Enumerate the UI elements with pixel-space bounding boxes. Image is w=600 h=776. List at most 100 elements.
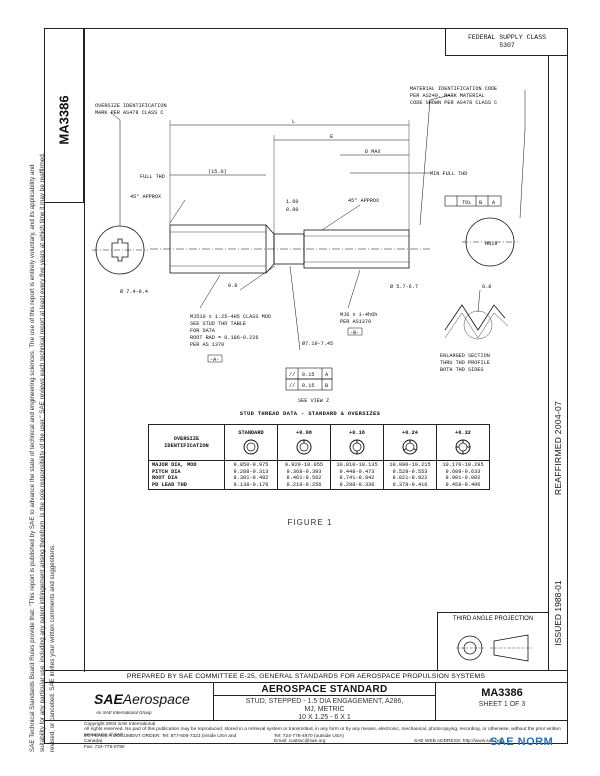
dim-r-0-8: 0.8 [228,283,237,289]
oversize-024-icon [402,439,418,454]
sae-norm-watermark: SAE NORM [490,736,554,748]
reaffirmed-date: REAFFIRMED 2004-07 [553,400,563,496]
fcf-1-symbol: // [289,372,295,378]
cell: 9.298-9.336 [339,481,375,488]
oversize-016-icon [349,439,365,454]
table-values-024: 10.090-10.215 9.528-9.553 8.821-8.922 9.… [383,460,437,490]
dim-dia-right: Ø 5.7-6.7 [390,283,418,290]
contact-info: Tel: 724-776-4970 (outside USA) Email: c… [274,734,414,745]
cell: 10.170-10.295 [442,462,484,468]
label-chamfer-right: 45° APPROX [348,198,380,204]
rights-line: All rights reserved. No part of this pub… [84,727,561,738]
datum-A: -A- [210,357,219,363]
table-header-label: OVERSIZE IDENTIFICATION [148,424,225,461]
col-label: STANDARD [238,429,264,436]
fcf-2-value: 0.15 [302,383,314,389]
fcf-2-ref: B [325,383,328,389]
side-doc-number-box: MA3386 [44,28,84,203]
right-status-column [548,56,568,670]
cell: 9.368-9.393 [286,468,322,475]
fsc-value: 5307 [499,42,515,49]
left-margin-rule [84,28,85,672]
col-label: +0.08 [296,429,312,436]
see-view-z: SEE VIEW Z [298,398,329,404]
fsc-label: FEDERAL SUPPLY CLASS [467,34,546,41]
cell: 9.138-9.176 [233,481,269,488]
logo-wordmark: SAEAerospace [94,691,190,707]
col-label: +0.32 [455,429,471,436]
footer-copyright: Copyright 2004 SAE International All rig… [44,721,568,738]
prepared-by-line: PREPARED BY SAE COMMITTEE E-25, GENERAL … [44,671,568,683]
stud-thread-table: OVERSIZE IDENTIFICATION STANDARD +0.08 +… [148,424,490,490]
table-col-016: +0.16 [330,424,384,461]
thread-note-4: ROOT RAD = 0.186-0.226 [190,335,259,341]
sheet-number: SHEET 1 OF 3 [478,701,526,708]
drawing-sheet-border [44,28,568,744]
fcf-2-symbol: // [289,383,295,389]
table-values-032: 10.170-10.295 9.608-9.633 8.901-9.002 9.… [436,460,490,490]
label-oversize-id: OVERSIZE IDENTIFICATION [95,103,167,109]
outside-phone: Tel: 724-776-4970 (outside USA) [274,734,344,739]
cell: 8.901-9.002 [445,475,481,481]
standard-description: STUD, STEPPED - 1.5 DIA ENGAGEMENT, A286… [214,696,435,722]
order-phone: TO PLACE A DOCUMENT ORDER: Tel: 877-606-… [84,734,237,745]
table-col-standard: STANDARD [224,424,278,461]
cell: 9.608-9.633 [445,468,481,475]
sae-aerospace-logo: SAEAerospace An SAE International Group [84,683,214,721]
thread-note-5: PER AS 1370 [190,342,224,348]
standard-line-1: STUD, STEPPED - 1.5 DIA ENGAGEMENT, A286… [245,698,404,705]
web-address[interactable]: SAE WEB ADDRESS: http://www.sae.org [414,739,503,744]
table-row: MAJOR DIA, MOD PITCH DIA ROOT DIA PD LEA… [148,460,490,490]
logo-tagline: An SAE International Group [96,710,152,715]
document-number: MA3386 [481,687,523,699]
document-number-cell: MA3386 SHEET 1 OF 3 [436,683,568,721]
standard-title-cell: AEROSPACE STANDARD STUD, STEPPED - 1.5 D… [214,683,436,721]
cell: 9.850-9.975 [233,462,269,468]
cell: 9.288-9.313 [233,468,269,475]
side-doc-number: MA3386 [56,95,72,145]
row-label: ROOT DIA [152,475,178,481]
cell: 8.821-8.922 [392,475,428,481]
enlarged-note-1: ENLARGED SECTION [440,353,490,359]
row-label: MAJOR DIA, MOD [152,462,197,468]
dim-E: E [330,134,333,140]
dim-L: L [292,119,295,125]
fcf-1-value: 0.15 [302,372,314,378]
enlarged-note-3: BOTH THD SIDES [440,367,484,373]
copyright-line: Copyright 2004 SAE International [84,722,156,727]
label-material-id-3: CODE SHOWN PER AS478 CLASS C [410,100,497,106]
figure-caption: FIGURE 1 [287,518,333,527]
federal-supply-class-box: FEDERAL SUPPLY CLASS 5307 [445,28,568,56]
table-col-024: +0.24 [383,424,437,461]
contact-email[interactable]: Email: custsvc@sae.org [274,739,326,745]
cell: 9.929-10.055 [284,462,324,468]
dim-0-80: 0.80 [286,207,298,213]
projection-symbol-icon [456,634,532,662]
label-oversize-mark: MARK PER AS478 CLASS C [95,110,164,116]
table-header-row: OVERSIZE IDENTIFICATION STANDARD +0.08 +… [148,424,490,461]
oversize-032-icon [455,439,471,454]
stud-engineering-drawing: OVERSIZE IDENTIFICATION MARK PER AS478 C… [92,86,526,404]
cell: 8.461-8.562 [286,475,322,481]
third-angle-label: THIRD ANGLE PROJECTION [452,616,534,622]
order-info: TO PLACE A DOCUMENT ORDER: Tel: 877-606-… [84,734,254,750]
table-values-standard: 9.850-9.975 9.288-9.313 8.381-8.482 9.13… [224,460,278,490]
copyright-footer: Copyright 2004 SAE International All rig… [44,720,568,750]
issued-date: ISSUED 1988-01 [553,580,563,646]
thread-note-1: MJ510 x 1.25-4H5 CLASS MOD [190,314,271,320]
cell: 10.010-10.135 [336,462,378,468]
enlarged-note-2: THRU THD PROFILE [440,360,490,366]
thread-note-3: FOR DATA [190,328,216,334]
table-values-008: 9.929-10.055 9.368-9.393 8.461-8.562 9.2… [277,460,331,490]
cell: 8.741-8.842 [339,475,375,481]
mj-right-note-2: PER AS1370 [340,319,371,325]
cell: 8.381-8.482 [233,475,269,481]
table-col-008: +0.08 [277,424,331,461]
mj-right-note-1: MJ6 x 1-4h6h [340,312,377,318]
oversize-008-icon [296,439,312,454]
third-angle-projection-box: THIRD ANGLE PROJECTION [437,612,548,670]
label-chamfer-left: 45° APPROX [130,194,162,200]
dim-1-60: 1.60 [286,199,298,205]
part-mark: HN19 [485,241,497,247]
row-label: PD LEAD THD [152,481,187,488]
